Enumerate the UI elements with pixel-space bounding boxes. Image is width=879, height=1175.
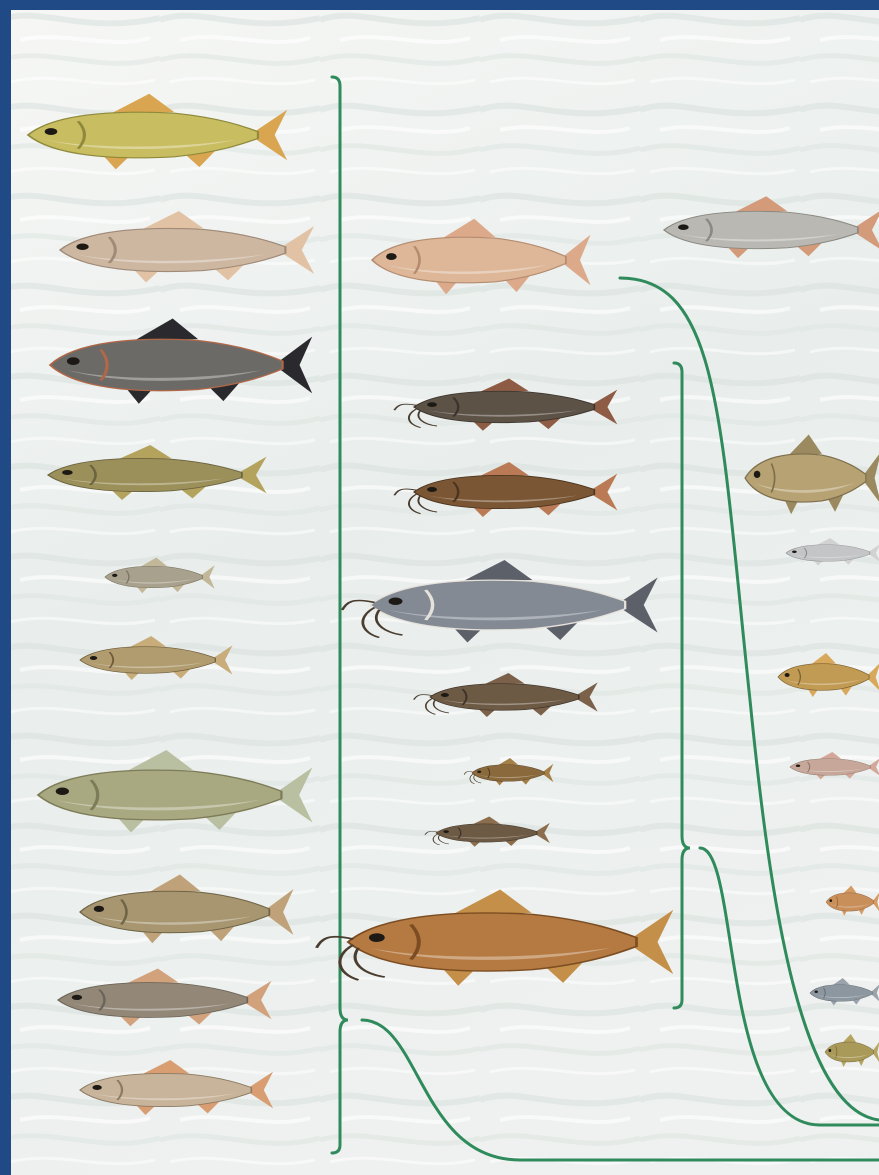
fish-eye [45,128,58,135]
fish-eye [67,357,80,365]
fish-eye [441,693,449,697]
fish-eye [443,830,449,833]
fish-eye [112,574,117,577]
fish-eye [477,771,481,774]
fish-eye [90,656,97,660]
fish-eye [678,224,689,230]
fish-eye [56,788,69,796]
fish-eye [389,598,403,606]
fish-eye [829,1049,832,1052]
fish-eye [386,253,397,260]
fish-eye [785,673,790,677]
fish-eye [792,551,797,554]
fish-eye [76,244,88,251]
fish-eye [62,470,73,475]
fish-eye [754,471,761,478]
fish-eye [369,933,385,942]
fish-eye [829,899,832,902]
fish-eye [92,1085,101,1090]
fish-eye [72,995,82,1000]
fish-eye [815,991,818,994]
fish-eye [427,487,437,492]
fish-eye [427,402,437,407]
fish-eye [94,906,104,912]
fish-eye [796,765,800,768]
